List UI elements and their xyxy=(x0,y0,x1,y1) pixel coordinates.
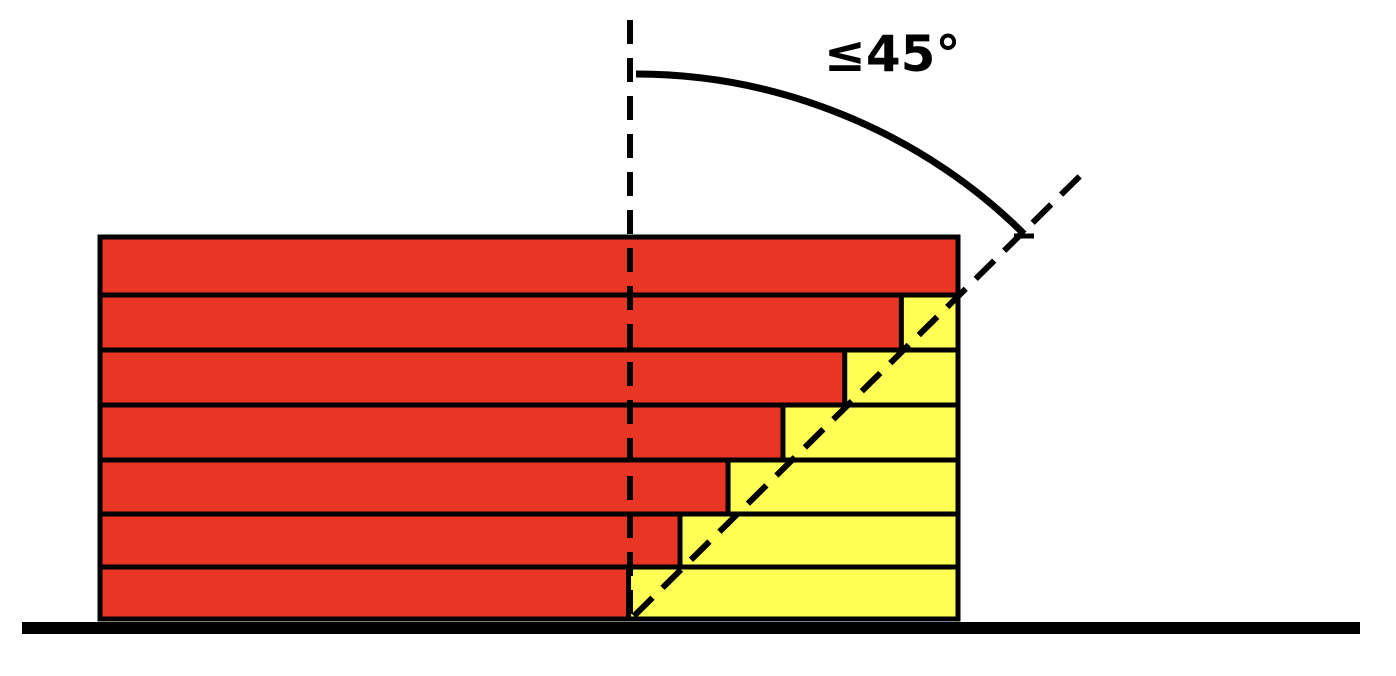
layer-3-supported-part xyxy=(100,350,845,405)
layer-2-supported-part xyxy=(100,295,902,350)
layer-5-supported-part xyxy=(100,460,729,514)
layer-4-offset-part xyxy=(782,405,958,460)
layer-7-outline xyxy=(97,564,961,622)
slope-reference-line xyxy=(631,171,1085,619)
layer-4-supported-part xyxy=(100,405,783,460)
angle-label: ≤45° xyxy=(824,25,961,83)
layer-6-offset-part xyxy=(680,514,958,567)
layer-7-supported-part xyxy=(100,567,629,619)
layer-3-offset-part xyxy=(844,350,958,405)
layer-7-offset-part xyxy=(628,567,958,619)
angle-arc xyxy=(635,70,1027,237)
layer-1-supported-part xyxy=(100,237,958,295)
layer-6-supported-part xyxy=(100,514,681,567)
block-layers xyxy=(97,234,961,622)
